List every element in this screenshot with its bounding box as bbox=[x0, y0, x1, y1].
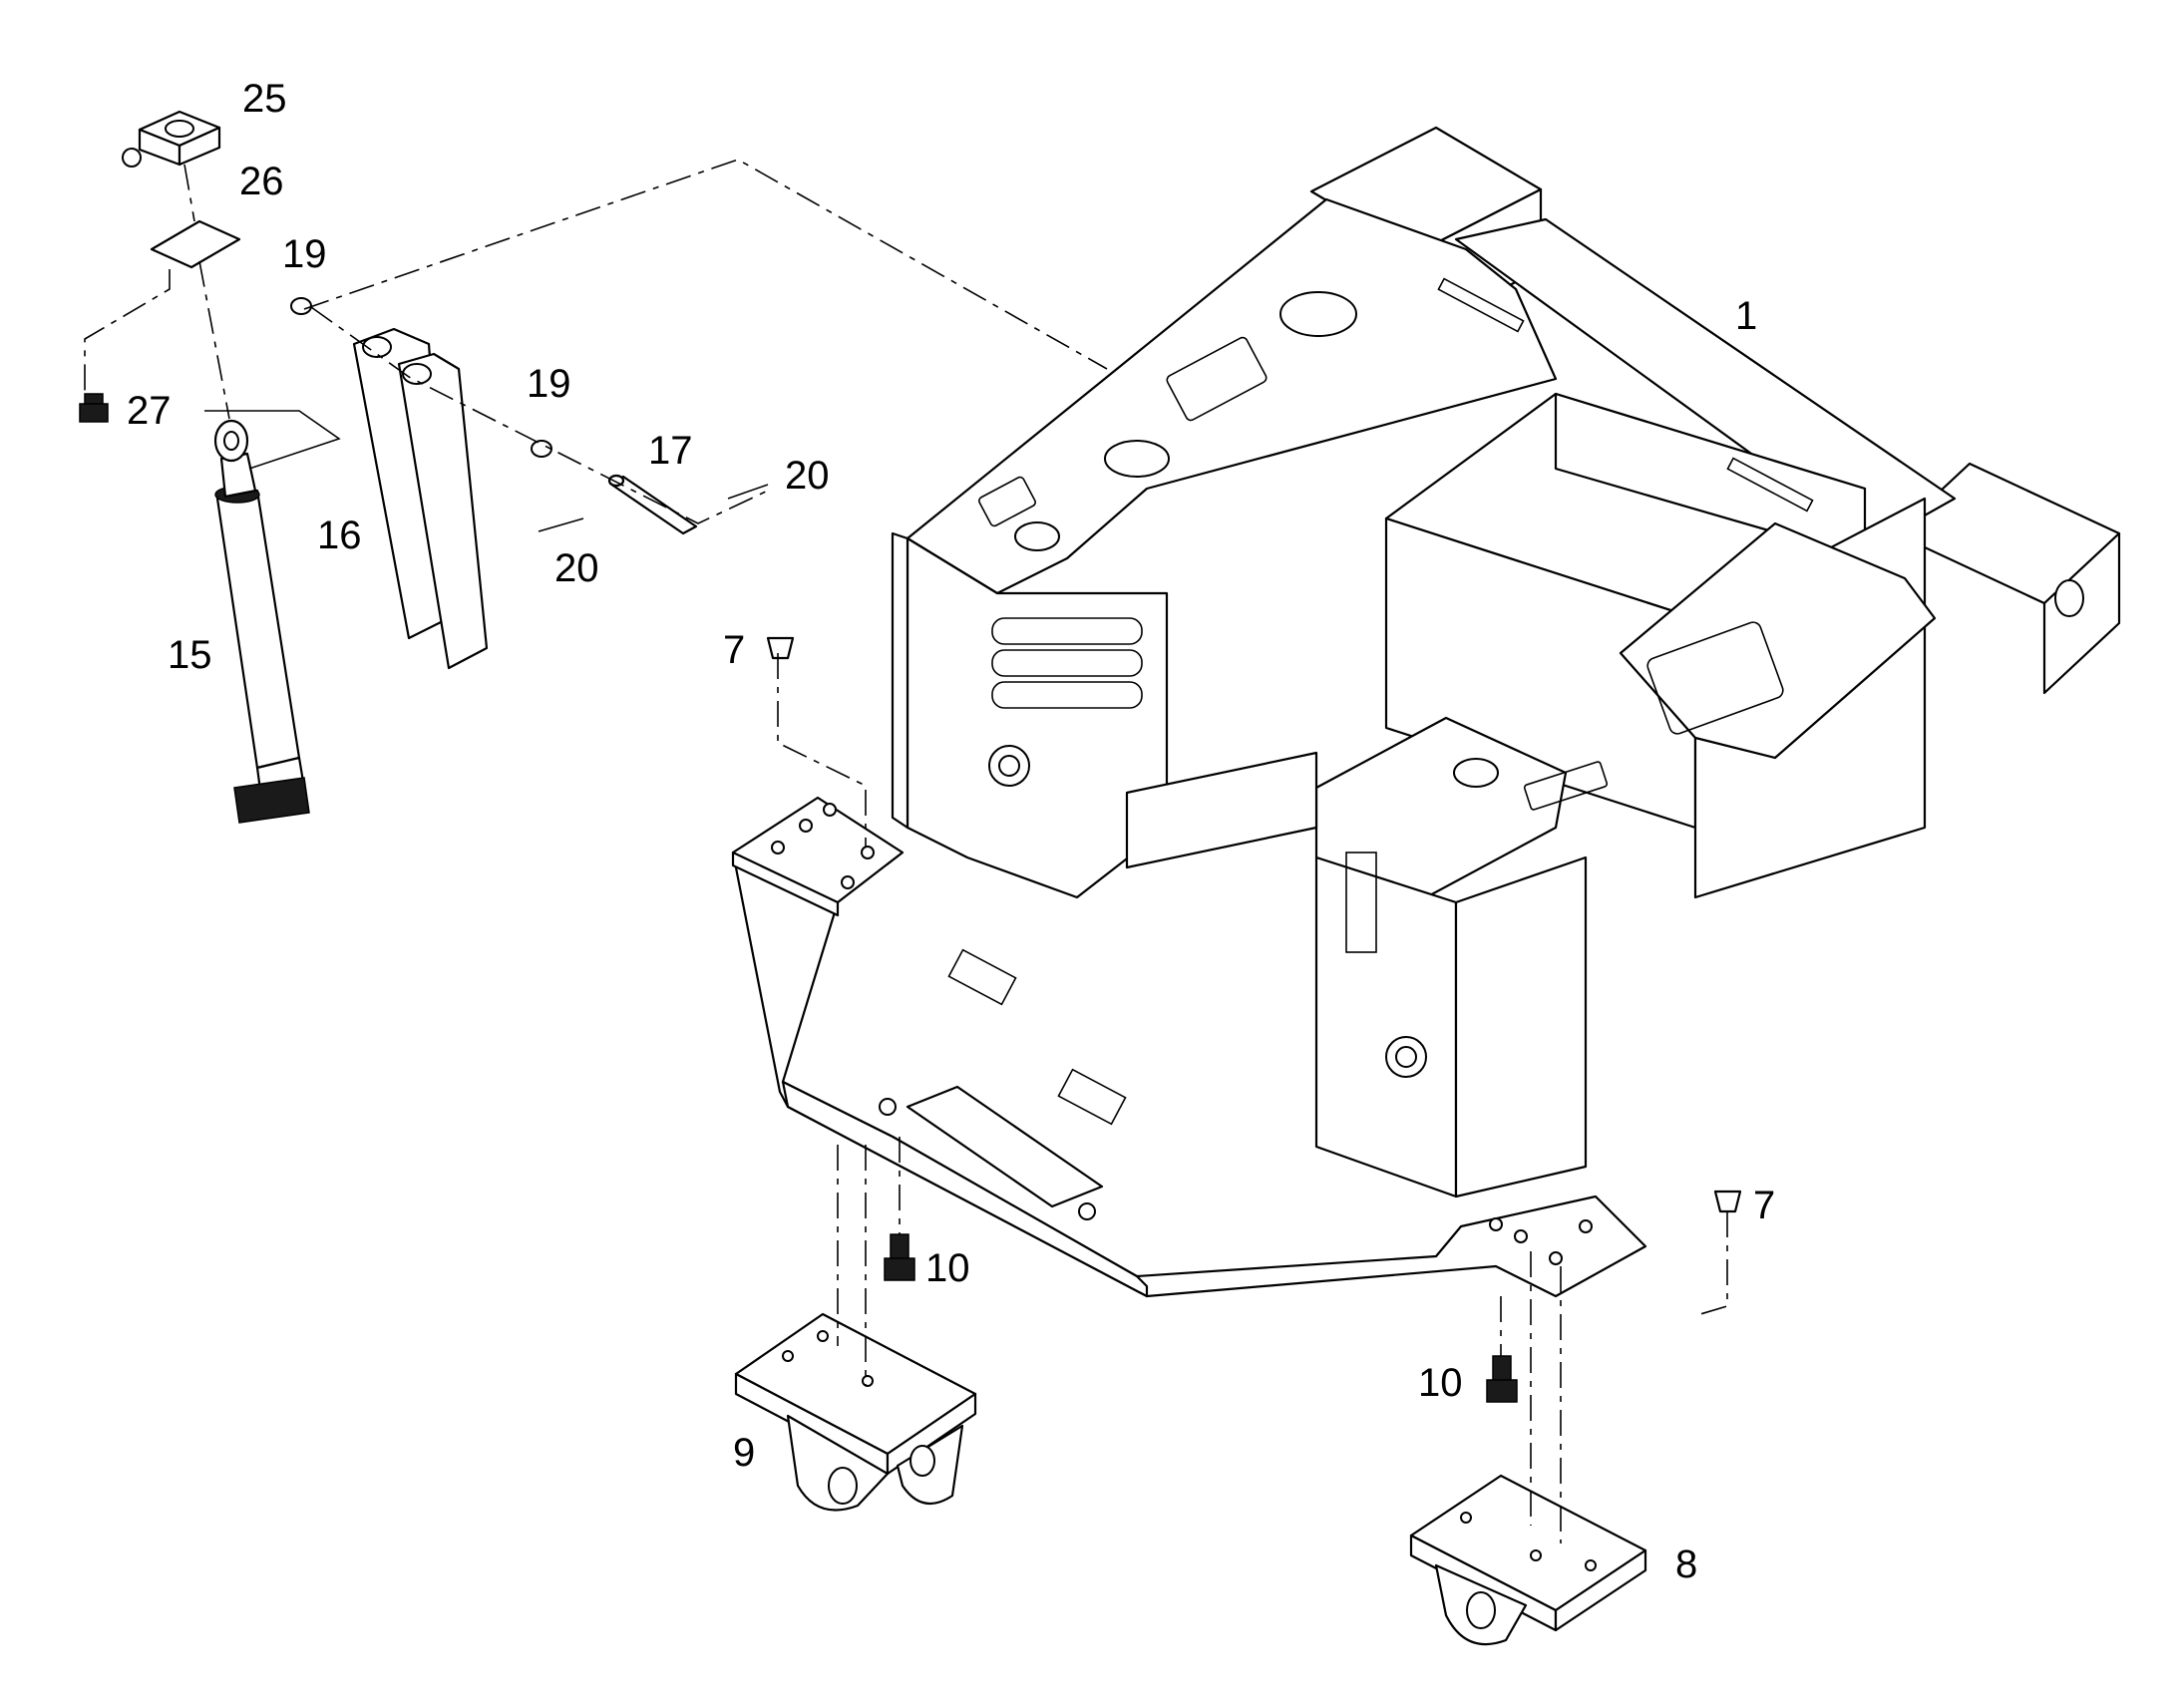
callout-20: 20 bbox=[785, 454, 830, 498]
callout-26: 26 bbox=[239, 160, 284, 203]
callout-7: 7 bbox=[1753, 1184, 1775, 1227]
leader-lines bbox=[84, 159, 1728, 1543]
part-8-mounting-foot bbox=[1409, 1474, 1647, 1646]
callout-16: 16 bbox=[317, 513, 362, 557]
callouts: 1 7 7 8 9 10 10 15 16 17 19 19 20 20 25 … bbox=[127, 77, 1775, 1586]
part-26-plate bbox=[150, 219, 241, 269]
callout-1: 1 bbox=[1735, 294, 1757, 338]
part-1-main-frame bbox=[891, 126, 2121, 1198]
part-9-mounting-foot bbox=[734, 1312, 977, 1512]
part-16-arms bbox=[352, 327, 489, 670]
part-7-plug bbox=[766, 636, 1742, 1213]
callout-7: 7 bbox=[723, 628, 745, 672]
callout-27: 27 bbox=[127, 389, 172, 433]
callout-8: 8 bbox=[1675, 1542, 1697, 1586]
part-17-pin bbox=[607, 474, 698, 535]
part-20-clip bbox=[538, 484, 769, 532]
part-10-bolt bbox=[884, 1233, 1518, 1403]
callout-25: 25 bbox=[242, 77, 287, 121]
callout-10: 10 bbox=[925, 1246, 970, 1290]
callout-17: 17 bbox=[648, 429, 693, 473]
base-plate bbox=[731, 796, 1647, 1298]
callout-9: 9 bbox=[733, 1431, 755, 1475]
callout-19: 19 bbox=[527, 362, 571, 406]
callout-10: 10 bbox=[1418, 1361, 1463, 1405]
callout-19: 19 bbox=[282, 232, 327, 276]
part-25-clamp-block bbox=[122, 110, 221, 168]
part-27-screw bbox=[79, 393, 109, 423]
part-15-hydraulic-cylinder bbox=[213, 419, 310, 824]
callout-15: 15 bbox=[168, 633, 212, 677]
callout-20: 20 bbox=[554, 546, 599, 590]
part-19-washer bbox=[290, 297, 552, 458]
